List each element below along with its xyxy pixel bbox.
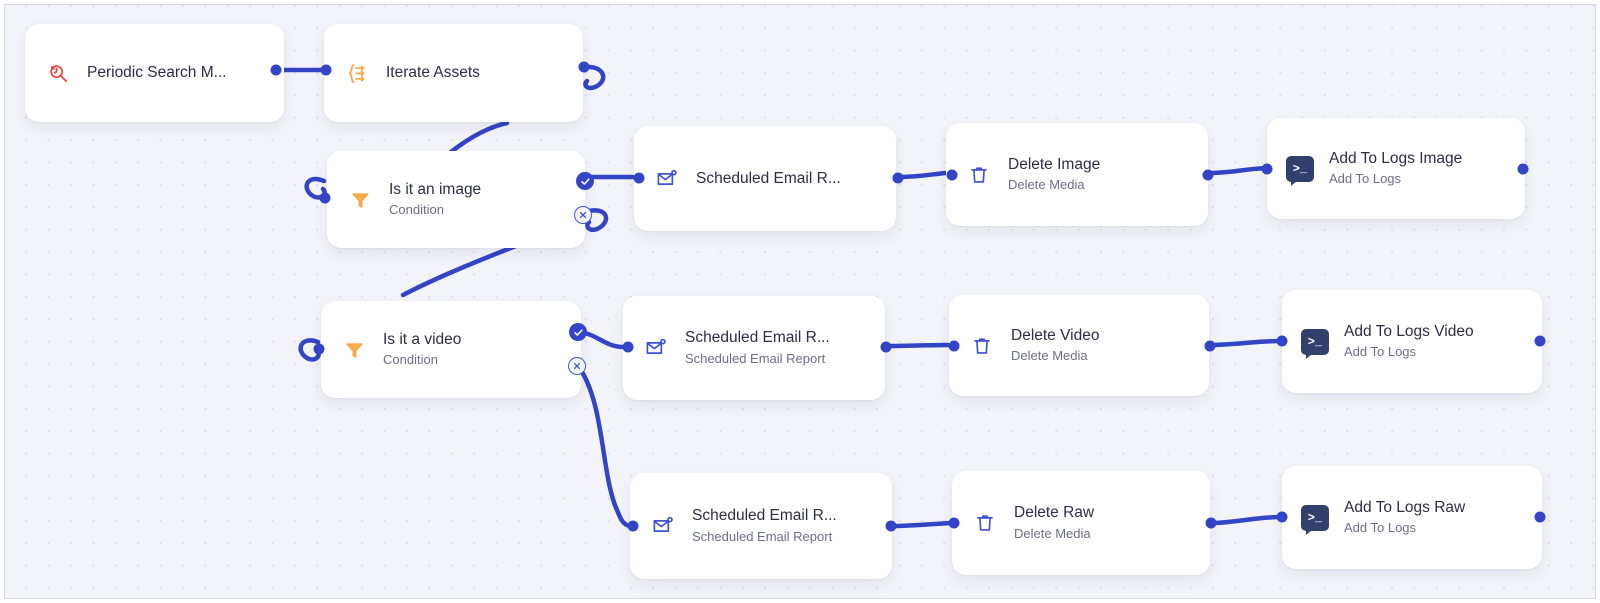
port-in-scheduled-email-video[interactable] [622,341,634,353]
terminal-icon: >_ [1300,327,1330,359]
port-in-delete-raw[interactable] [948,517,960,529]
node-title: Iterate Assets [386,64,480,82]
edge-email-to-delete-raw [890,520,954,529]
node-subtitle: Delete Media [1011,348,1088,364]
trash-icon [967,331,997,361]
terminal-icon: >_ [1300,503,1330,535]
port-out-scheduled-email-video[interactable] [880,341,892,353]
node-delete-image[interactable]: Delete Image Delete Media [946,123,1208,226]
node-title: Is it an image [389,180,482,198]
port-in-add-to-logs-video[interactable] [1276,335,1288,347]
port-false-is-it-a-video[interactable] [568,357,586,375]
check-icon [580,177,590,185]
node-subtitle: Delete Media [1014,525,1091,541]
port-in-add-to-logs-raw[interactable] [1276,511,1288,523]
terminal-badge: >_ [1286,155,1314,186]
node-scheduled-email-video[interactable]: Scheduled Email R... Scheduled Email Rep… [623,296,885,400]
port-in-is-it-a-video[interactable] [313,343,325,355]
edge-delete-to-logs-image [1206,165,1269,176]
port-out-periodic-search[interactable] [270,64,282,76]
node-is-it-a-video[interactable]: Is it a video Condition [321,301,581,398]
node-title: Scheduled Email R... [696,169,841,187]
close-icon [573,362,581,370]
node-subtitle: Scheduled Email Report [692,528,833,544]
node-title: Periodic Search M... [87,64,227,82]
node-add-to-logs-image[interactable]: >_ Add To Logs Image Add To Logs [1267,118,1525,219]
node-subtitle: Add To Logs [1344,344,1417,360]
port-out-delete-raw[interactable] [1205,517,1217,529]
node-title: Add To Logs Raw [1344,498,1466,516]
terminal-icon: >_ [1285,154,1315,186]
node-subtitle: Condition [389,202,444,218]
trash-icon [964,160,994,190]
email-new-icon [641,333,671,363]
node-title: Add To Logs Image [1329,149,1463,167]
edge-email-to-delete-video [883,342,951,349]
terminal-badge: >_ [1301,328,1329,359]
filter-funnel-icon [345,185,375,215]
port-out-add-to-logs-image[interactable] [1517,163,1529,175]
filter-funnel-icon [339,335,369,365]
edge-delete-to-logs-raw [1208,514,1284,526]
workflow-canvas[interactable]: Periodic Search M... Iterate Assets [4,4,1596,599]
port-out-add-to-logs-raw[interactable] [1534,511,1546,523]
trash-icon [970,508,1000,538]
port-in-is-it-an-image[interactable] [319,192,331,204]
node-subtitle: Add To Logs [1344,520,1417,536]
node-delete-raw[interactable]: Delete Raw Delete Media [952,471,1210,575]
port-in-delete-image[interactable] [946,169,958,181]
port-out-delete-image[interactable] [1202,169,1214,181]
node-periodic-search[interactable]: Periodic Search M... [25,24,284,122]
node-add-to-logs-raw[interactable]: >_ Add To Logs Raw Add To Logs [1282,466,1542,569]
edge-email-to-delete-image [895,170,948,180]
port-in-delete-video[interactable] [948,340,960,352]
node-title: Is it a video [383,330,462,348]
port-true-is-it-an-image[interactable] [576,172,594,190]
port-out-scheduled-email-image[interactable] [892,172,904,184]
port-in-add-to-logs-image[interactable] [1261,163,1273,175]
node-subtitle: Scheduled Email Report [685,350,826,366]
iterate-braces-icon [342,58,372,88]
port-true-is-it-a-video[interactable] [569,323,587,341]
node-title: Scheduled Email R... [692,507,837,525]
close-icon [579,211,587,219]
port-out-add-to-logs-video[interactable] [1534,335,1546,347]
node-subtitle: Delete Media [1008,177,1085,193]
port-in-scheduled-email-image[interactable] [633,172,645,184]
node-title: Delete Image [1008,155,1101,173]
port-in-scheduled-email-raw[interactable] [627,520,639,532]
node-subtitle: Add To Logs [1329,171,1402,187]
node-title: Scheduled Email R... [685,329,830,347]
node-title: Add To Logs Video [1344,322,1474,340]
node-is-it-an-image[interactable]: Is it an image Condition [327,151,585,248]
search-clock-icon [43,58,73,88]
port-out-iterate-assets[interactable] [578,61,590,73]
edge-delete-to-logs-video [1207,338,1284,348]
port-out-delete-video[interactable] [1204,340,1216,352]
edge-video-false-to-raw [576,364,632,529]
port-out-scheduled-email-raw[interactable] [885,520,897,532]
node-title: Delete Raw [1014,504,1095,522]
node-delete-video[interactable]: Delete Video Delete Media [949,295,1209,396]
port-false-is-it-an-image[interactable] [574,206,592,224]
email-new-icon [652,164,682,194]
node-scheduled-email-raw[interactable]: Scheduled Email R... Scheduled Email Rep… [630,473,892,579]
port-in-iterate-assets[interactable] [320,64,332,76]
node-scheduled-email-image[interactable]: Scheduled Email R... [634,126,896,231]
node-iterate-assets[interactable]: Iterate Assets [324,24,583,122]
check-icon [573,328,583,336]
email-new-icon [648,511,678,541]
node-add-to-logs-video[interactable]: >_ Add To Logs Video Add To Logs [1282,290,1542,393]
terminal-badge: >_ [1301,504,1329,535]
node-subtitle: Condition [383,352,438,368]
node-title: Delete Video [1011,326,1100,344]
